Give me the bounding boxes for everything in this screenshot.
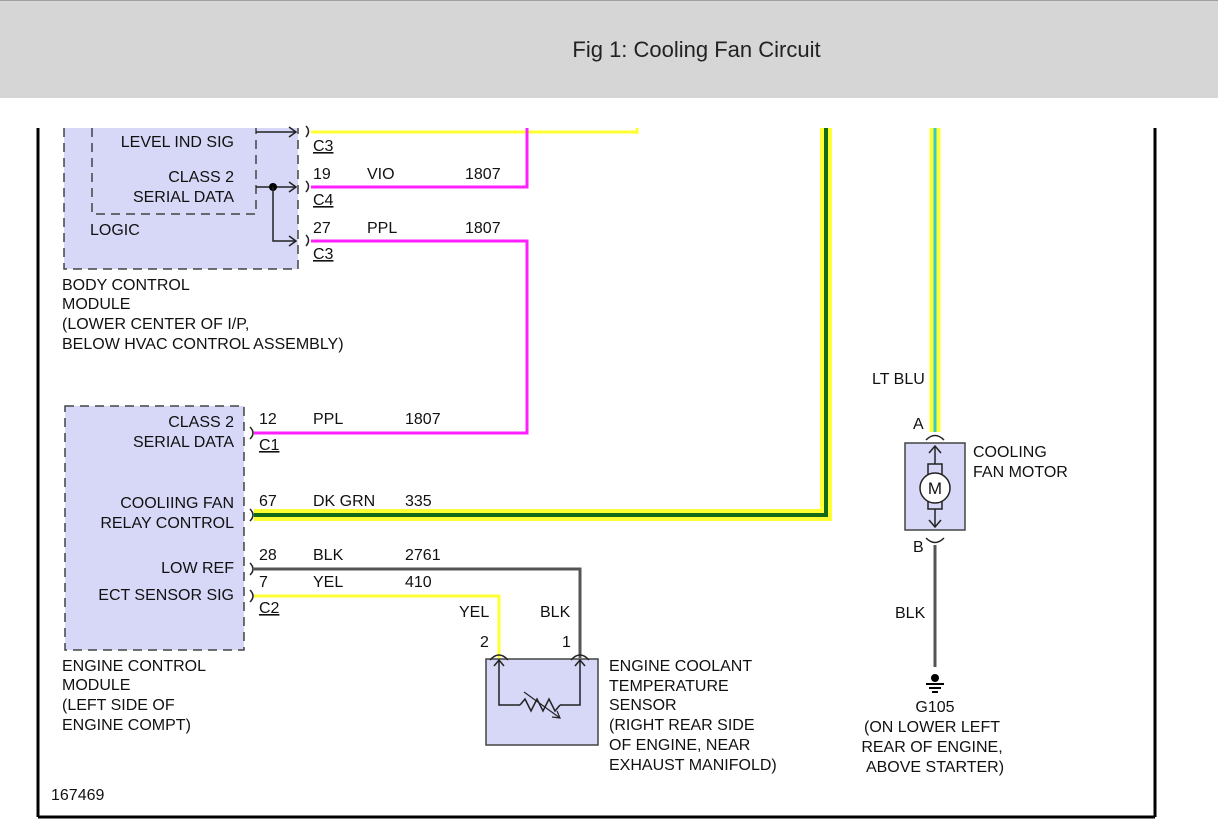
- ecm-conn-c1: C1: [259, 437, 280, 454]
- motor-pin-a: A: [913, 416, 924, 433]
- bcm-logic: LOGIC: [90, 222, 140, 239]
- bcm-conn-c3-top: C3: [313, 138, 334, 155]
- ground-name-line3: REAR OF ENGINE,: [861, 739, 1002, 756]
- ecm-wire-blk: BLK: [313, 547, 344, 564]
- bcm-name-line4: BELOW HVAC CONTROL ASSEMBLY): [62, 336, 344, 353]
- ground-g105: G105 (ON LOWER LEFT REAR OF ENGINE, ABOV…: [861, 674, 1004, 776]
- sensor-name-line5: OF ENGINE, NEAR: [609, 737, 750, 754]
- ecm-fan-line1: COOLIING FAN: [120, 495, 234, 512]
- ecm-circuit-335: 335: [405, 493, 432, 510]
- wires: [254, 128, 941, 667]
- ecm-pin-7: 7: [259, 574, 268, 591]
- motor-symbol: M: [928, 479, 942, 498]
- sensor-wire-yel: YEL: [459, 604, 489, 621]
- ecm-name-line3: (LEFT SIDE OF: [62, 697, 175, 714]
- ecm-circuit-2761: 2761: [405, 547, 441, 564]
- figure-title: Fig 1: Cooling Fan Circuit: [572, 37, 821, 62]
- motor-wire-lt-blu: LT BLU: [872, 371, 925, 388]
- ecm-class2-line2: SERIAL DATA: [133, 434, 234, 451]
- ecm-name-line4: ENGINE COMPT): [62, 717, 191, 734]
- coolant-temp-sensor: YEL BLK 2 1 ENGINE COOLANT TEMPERATURE S…: [459, 604, 777, 774]
- sensor-name-line6: EXHAUST MANIFOLD): [609, 757, 777, 774]
- bcm-class2-line1: CLASS 2: [168, 169, 234, 186]
- thermistor-icon: [519, 697, 561, 713]
- bcm-pin-19: 19: [313, 166, 331, 183]
- ground-name-line2: (ON LOWER LEFT: [864, 719, 1000, 736]
- ecm-circuit-410: 410: [405, 574, 432, 591]
- ecm-wire-ppl: PPL: [313, 411, 343, 428]
- ground-point-icon: [931, 674, 939, 682]
- bcm-circuit-1807-a: 1807: [465, 166, 501, 183]
- ecm-conn-c2: C2: [259, 600, 280, 617]
- ecm-ect-sig: ECT SENSOR SIG: [98, 587, 234, 604]
- bcm-wire-ppl: PPL: [367, 220, 397, 237]
- motor-pin-b: B: [913, 539, 924, 556]
- ecm-wire-dk-grn: DK GRN: [313, 493, 375, 510]
- sensor-name-line1: ENGINE COOLANT: [609, 658, 752, 675]
- ground-name-line1: G105: [915, 699, 954, 716]
- sensor-name-line2: TEMPERATURE: [609, 678, 729, 695]
- wire-blk-2761: [254, 567, 582, 658]
- sensor-pin-1: 1: [562, 634, 571, 651]
- sensor-name-line4: (RIGHT REAR SIDE: [609, 717, 755, 734]
- wire-yel-410: [254, 594, 501, 658]
- figure-id: 167469: [51, 787, 104, 804]
- ecm-low-ref: LOW REF: [161, 560, 234, 577]
- bcm-level-ind-sig: LEVEL IND SIG: [121, 134, 234, 151]
- sensor-pin-2: 2: [480, 634, 489, 651]
- bcm-circuit-1807-b: 1807: [465, 220, 501, 237]
- bcm-name-line2: MODULE: [62, 296, 130, 313]
- ecm-fan-line2: RELAY CONTROL: [100, 515, 234, 532]
- bcm-conn-c3: C3: [313, 246, 334, 263]
- bcm-wire-vio: VIO: [367, 166, 395, 183]
- ecm-pin-28: 28: [259, 547, 277, 564]
- ecm-wire-yel: YEL: [313, 574, 343, 591]
- motor-name-line1: COOLING: [973, 444, 1047, 461]
- ecm-pin-labels: 12 PPL 1807 C1 67 DK GRN 335 28 BLK 2761…: [259, 411, 441, 617]
- wire-ppl-1807: [254, 239, 529, 435]
- ecm-name-line1: ENGINE CONTROL: [62, 658, 206, 675]
- engine-control-module: CLASS 2 SERIAL DATA COOLIING FAN RELAY C…: [62, 405, 254, 734]
- ecm-pin-12: 12: [259, 411, 277, 428]
- sensor-name-line3: SENSOR: [609, 697, 677, 714]
- ecm-pin-67: 67: [259, 493, 277, 510]
- motor-icon: [919, 472, 951, 504]
- motor-name-line2: FAN MOTOR: [973, 464, 1068, 481]
- body-control-module: LEVEL IND SIG CLASS 2 SERIAL DATA LOGIC …: [62, 125, 344, 353]
- motor-wire-blk: BLK: [895, 605, 926, 622]
- bcm-pin-labels: C3 19 VIO 1807 C4 27 PPL 1807 C3: [313, 138, 501, 263]
- bcm-pin-27: 27: [313, 220, 331, 237]
- bcm-name-line3: (LOWER CENTER OF I/P,: [62, 316, 249, 333]
- bcm-conn-c4: C4: [313, 192, 334, 209]
- figure-header: Fig 1: Cooling Fan Circuit: [0, 0, 1218, 98]
- wire-vio-1807: [311, 128, 529, 189]
- ecm-circuit-1807: 1807: [405, 411, 441, 428]
- ground-name-line4: ABOVE STARTER): [866, 759, 1004, 776]
- ecm-name-line2: MODULE: [62, 677, 130, 694]
- bcm-name-line1: BODY CONTROL: [62, 277, 190, 294]
- diagram-frame: [36, 128, 1157, 819]
- cooling-fan-motor: LT BLU A B M COOLING FAN MOTOR BLK: [872, 371, 1068, 622]
- bcm-class2-line2: SERIAL DATA: [133, 189, 234, 206]
- sensor-wire-blk: BLK: [540, 604, 571, 621]
- ecm-class2-line1: CLASS 2: [168, 414, 234, 431]
